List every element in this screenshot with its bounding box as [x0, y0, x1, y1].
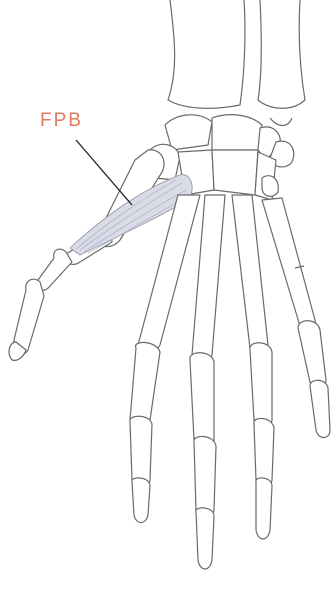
ring-finger-bones [232, 195, 274, 539]
middle-finger-bones [190, 195, 225, 569]
fpb-label: FPB [40, 110, 83, 132]
thumb-bones [9, 150, 164, 361]
ulna-bone [258, 0, 305, 126]
fpb-leader-line [76, 140, 132, 205]
radius-bone [168, 0, 245, 108]
